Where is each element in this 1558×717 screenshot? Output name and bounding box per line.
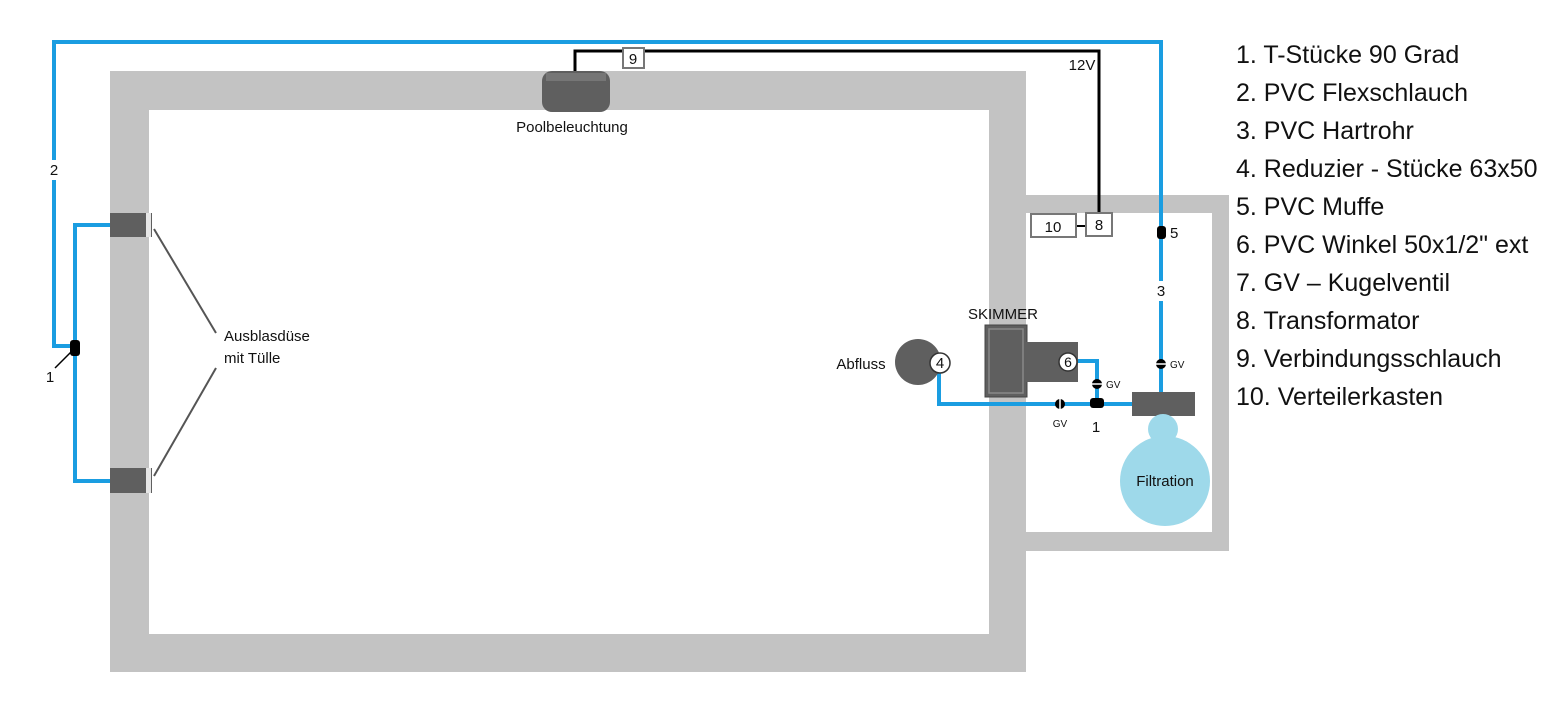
marker-2: 2 — [50, 162, 58, 179]
t-piece-right-icon — [1090, 398, 1104, 408]
pool-wall — [110, 71, 1026, 672]
skimmer-label: SKIMMER — [968, 306, 1038, 323]
marker-4: 4 — [936, 355, 944, 372]
marker-1-right: 1 — [1092, 419, 1100, 436]
nozzle-pointer-bottom — [153, 367, 217, 477]
filtration-label: Filtration — [1136, 473, 1194, 490]
legend-item: 4. Reduzier - Stücke 63x50 — [1236, 155, 1538, 183]
legend-list: 1. T-Stücke 90 Grad 2. PVC Flexschlauch … — [1236, 36, 1538, 416]
nozzle-pointer-top — [153, 228, 217, 334]
pump — [1132, 392, 1195, 416]
legend-item: 10. Verteilerkasten — [1236, 383, 1444, 411]
skimmer-pipe — [1078, 359, 1099, 404]
t-piece-left-pointer — [54, 349, 74, 369]
marker-3: 3 — [1157, 283, 1165, 300]
valve-label-drain: GV — [1053, 419, 1068, 430]
ball-valve-skimmer-icon — [1091, 379, 1103, 389]
marker-10: 10 — [1045, 219, 1062, 236]
marker-5: 5 — [1170, 225, 1178, 242]
nozzle-label-line1: Ausblasdüse — [224, 328, 310, 345]
pool-light-label: Poolbeleuchtung — [516, 119, 628, 136]
pool-light — [542, 71, 610, 112]
distribution-box — [1030, 213, 1077, 238]
drain-label: Abfluss — [836, 356, 885, 373]
nozzle-feed-pipe — [73, 223, 112, 483]
light-cable — [573, 49, 1101, 213]
legend-item: 3. PVC Hartrohr — [1236, 117, 1414, 145]
nozzle-top — [110, 213, 152, 237]
ball-valve-drain-icon — [1055, 398, 1065, 410]
skimmer — [984, 324, 1078, 398]
filter-tank — [1120, 436, 1210, 526]
legend-item: 8. Transformator — [1236, 307, 1420, 335]
valve-label-return: GV — [1170, 360, 1185, 371]
marker-8: 8 — [1095, 217, 1103, 234]
flex-hose-pipe — [52, 40, 1163, 399]
muff-icon — [1157, 226, 1166, 239]
legend-item: 2. PVC Flexschlauch — [1236, 79, 1469, 107]
legend-item: 5. PVC Muffe — [1236, 193, 1385, 221]
legend-item: 6. PVC Winkel 50x1/2" ext — [1236, 231, 1529, 259]
valve-label-skimmer: GV — [1106, 380, 1121, 391]
ball-valve-return-icon — [1155, 359, 1167, 369]
marker-4-circle — [929, 352, 951, 374]
nozzle-label-line2: mit Tülle — [224, 350, 280, 367]
drain-circle — [895, 339, 941, 385]
legend-item: 7. GV – Kugelventil — [1236, 269, 1451, 297]
marker-9-box — [622, 47, 645, 69]
nozzle-bottom — [110, 468, 152, 493]
transformer-box — [1085, 212, 1113, 237]
legend-item: 1. T-Stücke 90 Grad — [1236, 41, 1460, 69]
marker-6: 6 — [1064, 354, 1072, 370]
marker-3-bg — [1153, 281, 1169, 301]
marker-2-bg — [46, 160, 62, 180]
suction-pipe — [937, 363, 1134, 406]
marker-6-circle — [1058, 352, 1078, 372]
t-piece-left-icon — [70, 340, 80, 356]
marker-1-left: 1 — [46, 369, 54, 386]
marker-9: 9 — [629, 51, 637, 68]
legend-item: 9. Verbindungsschlauch — [1236, 345, 1502, 373]
voltage-label: 12V — [1069, 57, 1096, 74]
